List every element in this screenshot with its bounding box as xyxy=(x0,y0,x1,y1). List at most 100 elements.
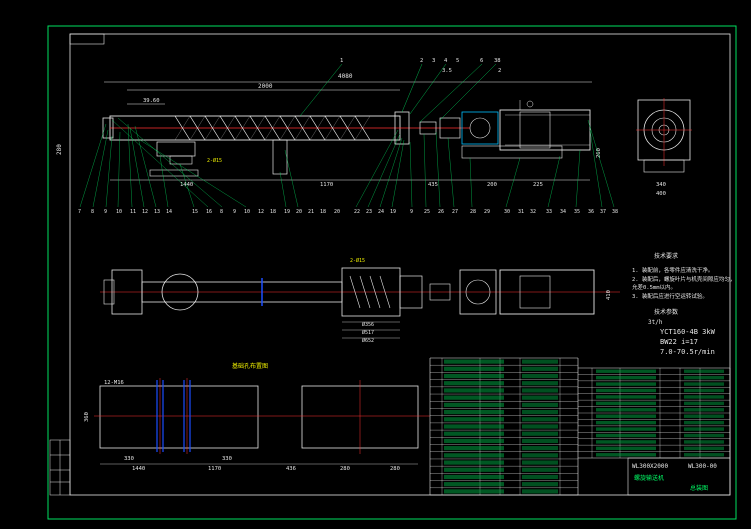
end-view: 340 400 xyxy=(636,98,692,197)
technical-notes: 技术要求 1. 装配前，各零件应清洗干净。 2. 装配后，螺旋叶片与机壳间隙应均… xyxy=(632,252,735,356)
dim-435: 435 xyxy=(428,182,438,188)
callout-bottom-31: 31 xyxy=(518,209,524,215)
bottom-callouts: 7 8 9 10 11 12 13 14 15 16 8 9 10 12 18 … xyxy=(78,209,618,215)
perf-speed: 7.0-70.5r/min xyxy=(660,348,715,356)
plan-view: 2-Ø15 410 Ø356 Ø517 Ø652 xyxy=(100,257,620,344)
note-3: 3. 装配后应进行空运转试验。 xyxy=(632,292,708,300)
dim-plan-d1: Ø356 xyxy=(362,321,374,328)
callout-bottom-15: 19 xyxy=(284,209,290,215)
callout-bottom-22: 24 xyxy=(378,209,384,215)
callout-bottom-30: 30 xyxy=(504,209,510,215)
note-2: 2. 装配后，螺旋叶片与机壳间隙应均匀， xyxy=(632,275,735,283)
callout-bottom-36: 36 xyxy=(588,209,594,215)
foundation-330a: 330 xyxy=(124,456,134,462)
callout-bottom-5: 12 xyxy=(142,209,148,215)
callout-bottom-0: 7 xyxy=(78,209,81,215)
title-name: 螺旋输送机 xyxy=(634,474,664,482)
callout-top-3: 3 xyxy=(432,58,435,64)
callout-bottom-23: 19 xyxy=(390,209,396,215)
dim-hole-label: 2-Ø15 xyxy=(207,157,222,164)
callout-top-1: 1 xyxy=(340,58,343,64)
callout-bottom-9: 16 xyxy=(206,209,212,215)
dim-height-260: 260 xyxy=(596,148,602,158)
foundation-bolts: 12-M16 xyxy=(104,380,124,386)
title-code: WL300-00 xyxy=(688,463,717,470)
notes-title: 技术要求 xyxy=(654,252,678,260)
sheet-corner-tag xyxy=(69,33,105,45)
foundation-1440: 1440 xyxy=(132,466,145,472)
dim-plan-410: 410 xyxy=(606,290,612,300)
callout-bottom-32: 32 xyxy=(530,209,536,215)
foundation-436: 436 xyxy=(286,466,296,472)
callout-bottom-19: 20 xyxy=(334,209,340,215)
perf-capacity: 3t/h xyxy=(648,319,663,326)
callout-bottom-38: 38 xyxy=(612,209,618,215)
perf-motor: YCT160-4B 3kW xyxy=(660,328,716,336)
dim-end-400: 400 xyxy=(656,191,666,197)
dim-plan-d2: Ø517 xyxy=(362,329,374,336)
foundation-title: 基础孔布置图 xyxy=(232,362,268,370)
elevation-view: 4080 2000 39.60 2-Ø15 1440 1170 435 200 … xyxy=(78,58,618,215)
dim-3-5: 3.5 xyxy=(442,68,452,74)
note-1: 1. 装配前，各零件应清洗干净。 xyxy=(632,266,713,274)
callout-top-6: 6 xyxy=(480,58,483,64)
callout-bottom-14: 18 xyxy=(270,209,276,215)
callout-bottom-35: 35 xyxy=(574,209,580,215)
dim-height-left: 280 xyxy=(56,144,63,155)
dim-plan-d3: Ø652 xyxy=(362,337,374,344)
callout-bottom-7: 14 xyxy=(166,209,172,215)
perf-title: 技术参数 xyxy=(654,308,678,316)
callout-top-2: 2 xyxy=(420,58,423,64)
dim-1170: 1170 xyxy=(320,182,333,188)
dim-plan-hole: 2-Ø15 xyxy=(350,257,365,264)
callout-bottom-18: 18 xyxy=(320,209,326,215)
dim-225: 225 xyxy=(533,182,543,188)
callout-bottom-11: 9 xyxy=(233,209,236,215)
dim-1440: 1440 xyxy=(180,182,193,188)
callout-bottom-26: 26 xyxy=(438,209,444,215)
dim-span-2000: 2000 xyxy=(258,83,273,90)
perf-reducer: BW22 i=17 xyxy=(660,338,698,346)
dim-end-340: 340 xyxy=(656,182,666,188)
callout-bottom-4: 11 xyxy=(130,209,136,215)
callout-bottom-34: 34 xyxy=(560,209,566,215)
title-sheet: 总装图 xyxy=(690,484,708,492)
callout-top-4: 4 xyxy=(444,58,448,64)
foundation-layout: 基础孔布置图 12-M16 360 330 330 1440 1170 436 … xyxy=(84,362,430,472)
callout-bottom-28: 28 xyxy=(470,209,476,215)
sheet-outer-border xyxy=(47,25,737,520)
dim-overall-length: 4080 xyxy=(338,73,353,80)
dim-3960: 39.60 xyxy=(143,98,160,104)
callout-bottom-16: 20 xyxy=(296,209,302,215)
callout-bottom-6: 13 xyxy=(154,209,160,215)
callout-bottom-25: 25 xyxy=(424,209,430,215)
foundation-360: 360 xyxy=(84,412,90,422)
callout-bottom-13: 12 xyxy=(258,209,264,215)
dim-200: 200 xyxy=(487,182,497,188)
foundation-330b: 330 xyxy=(222,456,232,462)
foundation-1170: 1170 xyxy=(208,466,221,472)
foundation-280b: 280 xyxy=(390,466,400,472)
callout-bottom-33: 33 xyxy=(546,209,552,215)
callout-top-2b: 2 xyxy=(498,68,501,74)
callout-bottom-8: 15 xyxy=(192,209,198,215)
parts-list xyxy=(429,357,731,496)
callout-top-38: 38 xyxy=(494,58,501,64)
callout-bottom-17: 21 xyxy=(308,209,314,215)
callout-bottom-21: 23 xyxy=(366,209,372,215)
foundation-280a: 280 xyxy=(340,466,350,472)
callout-bottom-10: 8 xyxy=(220,209,223,215)
callout-bottom-27: 27 xyxy=(452,209,458,215)
callout-bottom-1: 8 xyxy=(91,209,94,215)
callout-bottom-3: 10 xyxy=(116,209,122,215)
callout-bottom-2: 9 xyxy=(104,209,107,215)
title-block: WL300X2000 WL300-00 螺旋输送机 总装图 xyxy=(627,457,731,496)
callout-bottom-12: 10 xyxy=(244,209,250,215)
sheet-inner-border xyxy=(69,33,731,496)
callout-bottom-20: 22 xyxy=(354,209,360,215)
callout-top-5: 5 xyxy=(456,58,459,64)
callout-bottom-29: 29 xyxy=(484,209,490,215)
callout-bottom-37: 37 xyxy=(600,209,606,215)
callout-bottom-24: 9 xyxy=(410,209,413,215)
